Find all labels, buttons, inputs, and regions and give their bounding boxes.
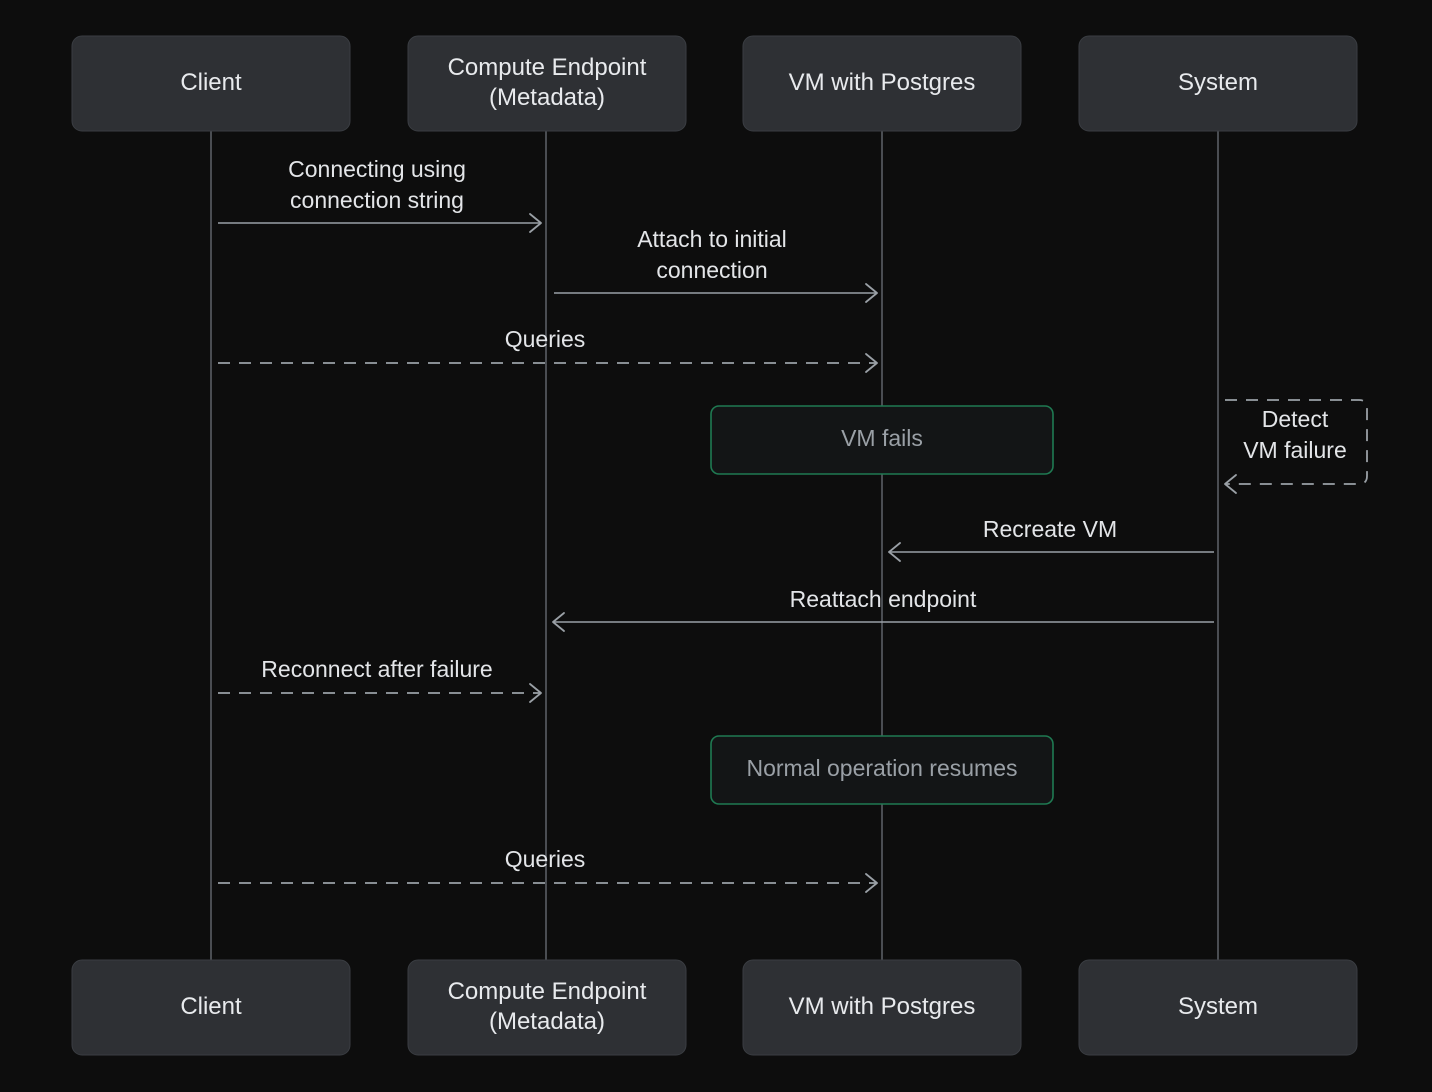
actor-label-compute: Compute Endpoint <box>448 54 647 81</box>
actors-top-layer: Client Compute Endpoint (Metadata) VM with … <box>71 35 1358 132</box>
message-m4[interactable]: Recreate VM <box>888 516 1214 562</box>
actor-box-rect <box>407 35 687 132</box>
message-label: Connecting using <box>288 156 466 182</box>
actor-box-bottom-vm[interactable]: VM with Postgres <box>742 959 1022 1056</box>
message-m3[interactable]: Queries <box>218 326 878 373</box>
actor-label-compute: Compute Endpoint <box>448 978 647 1005</box>
actor-label-compute: (Metadata) <box>489 1008 605 1035</box>
actor-box-top-client[interactable]: Client <box>71 35 351 132</box>
note-label: Normal operation resumes <box>746 755 1017 781</box>
arrowhead-icon <box>552 612 565 632</box>
message-label: Reconnect after failure <box>261 656 492 682</box>
self-loop-label: VM failure <box>1243 437 1347 463</box>
arrowhead-icon <box>888 542 901 562</box>
self-loop-path <box>1225 399 1368 485</box>
note-note1[interactable]: VM fails <box>710 405 1054 475</box>
arrowhead-icon <box>865 353 878 373</box>
note-rect <box>710 735 1054 805</box>
actor-box-rect <box>71 959 351 1056</box>
messages-layer: Connecting using connection stringAttach … <box>218 156 1214 893</box>
actor-box-top-system[interactable]: System <box>1078 35 1358 132</box>
message-m2[interactable]: Attach to initial connection <box>554 226 878 303</box>
message-label: Reattach endpoint <box>790 586 977 612</box>
message-label: connection <box>656 257 767 283</box>
arrowhead-icon <box>1224 474 1237 494</box>
actor-box-bottom-client[interactable]: Client <box>71 959 351 1056</box>
actor-label-compute: (Metadata) <box>489 84 605 111</box>
message-m5[interactable]: Reattach endpoint <box>552 586 1214 632</box>
actor-label-system: System <box>1178 993 1258 1020</box>
message-label: Queries <box>505 846 586 872</box>
actor-label-client: Client <box>180 69 242 96</box>
actors-bottom-layer: Client Compute Endpoint (Metadata) VM with … <box>71 959 1358 1056</box>
note-rect <box>710 405 1054 475</box>
actor-box-rect <box>1078 35 1358 132</box>
message-label: Recreate VM <box>983 516 1117 542</box>
self-loops-layer: Detect VM failure <box>1224 399 1368 494</box>
actor-box-rect <box>71 35 351 132</box>
arrowhead-icon <box>865 283 878 303</box>
lifelines-layer <box>210 131 1219 960</box>
actor-box-top-compute[interactable]: Compute Endpoint (Metadata) <box>407 35 687 132</box>
actor-box-rect <box>407 959 687 1056</box>
arrowhead-icon <box>529 213 542 233</box>
message-m1[interactable]: Connecting using connection string <box>218 156 542 233</box>
message-label: connection string <box>290 187 464 213</box>
arrowhead-icon <box>865 873 878 893</box>
arrowhead-icon <box>529 683 542 703</box>
message-m7[interactable]: Queries <box>218 846 878 893</box>
message-label: Queries <box>505 326 586 352</box>
actor-box-rect <box>1078 959 1358 1056</box>
message-label: Attach to initial <box>637 226 787 252</box>
actor-box-rect <box>742 35 1022 132</box>
note-note2[interactable]: Normal operation resumes <box>710 735 1054 805</box>
actor-label-system: System <box>1178 69 1258 96</box>
self-loop-label: Detect <box>1262 406 1329 432</box>
actor-label-vm: VM with Postgres <box>789 993 976 1020</box>
actor-label-client: Client <box>180 993 242 1020</box>
actor-box-bottom-compute[interactable]: Compute Endpoint (Metadata) <box>407 959 687 1056</box>
actor-box-top-vm[interactable]: VM with Postgres <box>742 35 1022 132</box>
actor-box-bottom-system[interactable]: System <box>1078 959 1358 1056</box>
message-m6[interactable]: Reconnect after failure <box>218 656 542 703</box>
self-loop-loop1[interactable]: Detect VM failure <box>1224 399 1368 494</box>
note-label: VM fails <box>841 425 923 451</box>
actor-box-rect <box>742 959 1022 1056</box>
actor-label-vm: VM with Postgres <box>789 69 976 96</box>
